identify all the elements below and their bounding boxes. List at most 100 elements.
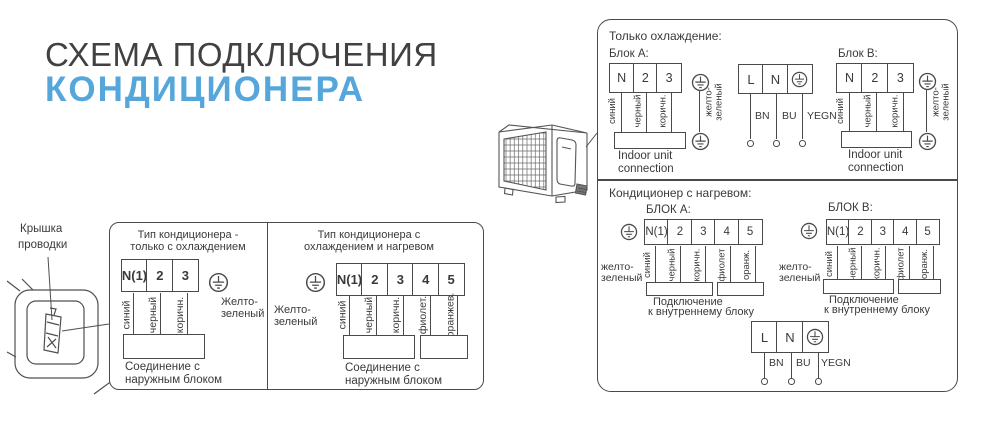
heating-type-header-line1: Тип кондиционера с <box>317 229 421 241</box>
ground-icon <box>792 71 808 87</box>
terminal-cell: 2 <box>667 219 693 245</box>
ground-wire <box>699 91 701 132</box>
wire <box>646 93 648 132</box>
wire <box>861 246 863 279</box>
wire-color-label: синий <box>641 251 653 278</box>
wire-color-label: черный <box>847 247 859 280</box>
indoor-connection-block <box>614 132 686 149</box>
wire <box>818 353 820 378</box>
wire <box>621 93 623 132</box>
wire-color-label: синий <box>120 300 132 330</box>
indoor-unit-sketch-icon <box>6 278 125 395</box>
wire-end-circle <box>799 140 806 147</box>
terminal-cell: L <box>751 321 778 353</box>
wire <box>885 246 887 279</box>
wire-color-label: черный <box>147 296 159 334</box>
indoor-connection-block <box>823 279 894 294</box>
terminal-cell: 5 <box>737 219 763 245</box>
wire-color-label: синий <box>835 98 847 124</box>
wire-end-circle <box>788 378 795 385</box>
wire-color-label: черный <box>632 94 643 128</box>
wire-color-label: коричн. <box>390 296 403 334</box>
ground-icon <box>208 272 229 293</box>
terminal-cell: 4 <box>714 219 740 245</box>
page-title-line2: КОНДИЦИОНЕРА <box>45 70 366 109</box>
wire <box>376 296 378 336</box>
wire-code-label: BN <box>755 110 770 122</box>
wire-color-label: синий <box>336 300 348 330</box>
indoor-connection-caption: Indoor unit connection <box>848 149 904 174</box>
terminal-strip: N 2 3 <box>836 63 914 93</box>
terminal-cell: 3 <box>886 63 914 93</box>
wire-color-label: синий <box>823 250 835 277</box>
wire <box>133 293 135 335</box>
cooling-type-header-line1: Тип кондиционера - <box>137 229 239 241</box>
indoor-caption-line1: Подключение <box>653 296 723 308</box>
wire <box>730 246 732 282</box>
terminal-cell-ground <box>801 321 829 353</box>
terminal-cell: 2 <box>848 219 873 245</box>
wire-code-label: YEGN <box>821 357 851 369</box>
section-divider <box>267 223 269 389</box>
wiring-cover-label-line2: проводки <box>18 239 68 251</box>
wire-end-circle <box>773 140 780 147</box>
wire <box>903 93 905 132</box>
ground-icon <box>691 132 710 151</box>
wire <box>909 246 911 279</box>
indoor-connection-block <box>717 282 764 296</box>
wire <box>791 353 793 378</box>
wiring-cover-label-line1: Крышка <box>20 223 63 235</box>
terminal-cell: 3 <box>870 219 895 245</box>
wire-code-label: YEGN <box>807 110 837 122</box>
terminal-strip: N(1) 2 3 4 5 <box>644 219 763 245</box>
outdoor-connection-block <box>420 335 468 359</box>
wiring-detail-panel: Только охлаждение: Блок A: N 2 3 желто- … <box>597 19 958 392</box>
heating-section-header: Кондиционер с нагревом: <box>609 186 752 200</box>
ground-wire-color-label: Желто- зеленый <box>221 296 264 320</box>
wire <box>849 93 851 132</box>
wire <box>776 94 778 139</box>
wire <box>187 293 189 335</box>
wire-color-label: синий <box>607 98 619 124</box>
wire-color-label: оранж. <box>919 248 931 279</box>
terminal-cell: 5 <box>915 219 940 245</box>
block-b-label: Блок B: <box>838 48 878 60</box>
heating-type-header-line2: охлаждением и нагревом <box>304 241 434 253</box>
wire-end-circle <box>747 140 754 147</box>
block-b-label: БЛОК B: <box>828 202 873 214</box>
terminal-cell: 3 <box>171 259 199 292</box>
ground-wire <box>926 90 928 132</box>
wire <box>837 246 839 279</box>
terminal-cell: N <box>836 63 863 93</box>
indoor-connection-block <box>841 131 912 148</box>
ground-wire-color-label: желто- зеленый <box>931 83 952 121</box>
wire <box>876 93 878 132</box>
wire-color-label: черный <box>363 296 375 334</box>
terminal-strip: N(1) 2 3 <box>121 259 199 292</box>
connection-types-box: Тип кондиционера - только с охлаждением … <box>109 222 484 390</box>
ground-icon <box>918 132 937 151</box>
ground-icon <box>807 328 824 346</box>
cooling-type-header: Тип кондиционера - только с охлаждением <box>113 229 263 253</box>
ground-icon <box>620 223 638 241</box>
terminal-cell: N(1) <box>336 263 363 296</box>
outdoor-connection-caption: Соединение с наружным блоком <box>345 362 443 387</box>
terminal-cell: 2 <box>361 263 389 296</box>
wire <box>349 296 351 336</box>
indoor-caption-line2: к внутреннему блоку <box>824 304 930 316</box>
block-a-label: БЛОК A: <box>646 204 691 216</box>
indoor-connection-block <box>898 279 941 294</box>
power-terminal-strip: L N <box>738 64 813 94</box>
wire-color-label: фиолет <box>716 247 728 282</box>
wire <box>680 246 682 282</box>
wire-color-label: коричн. <box>691 248 703 281</box>
outdoor-unit-sketch-icon <box>498 124 588 204</box>
indoor-connection-caption: Indoor unit connection <box>618 150 674 175</box>
ground-icon <box>800 222 818 240</box>
page-title-line1: СХЕМА ПОДКЛЮЧЕНИЯ <box>45 36 438 73</box>
terminal-cell: 2 <box>861 63 889 93</box>
terminal-cell: 2 <box>146 259 174 292</box>
terminal-cell: N <box>762 64 789 94</box>
wire <box>430 296 432 336</box>
wire-color-label: фиолет. <box>417 295 430 335</box>
